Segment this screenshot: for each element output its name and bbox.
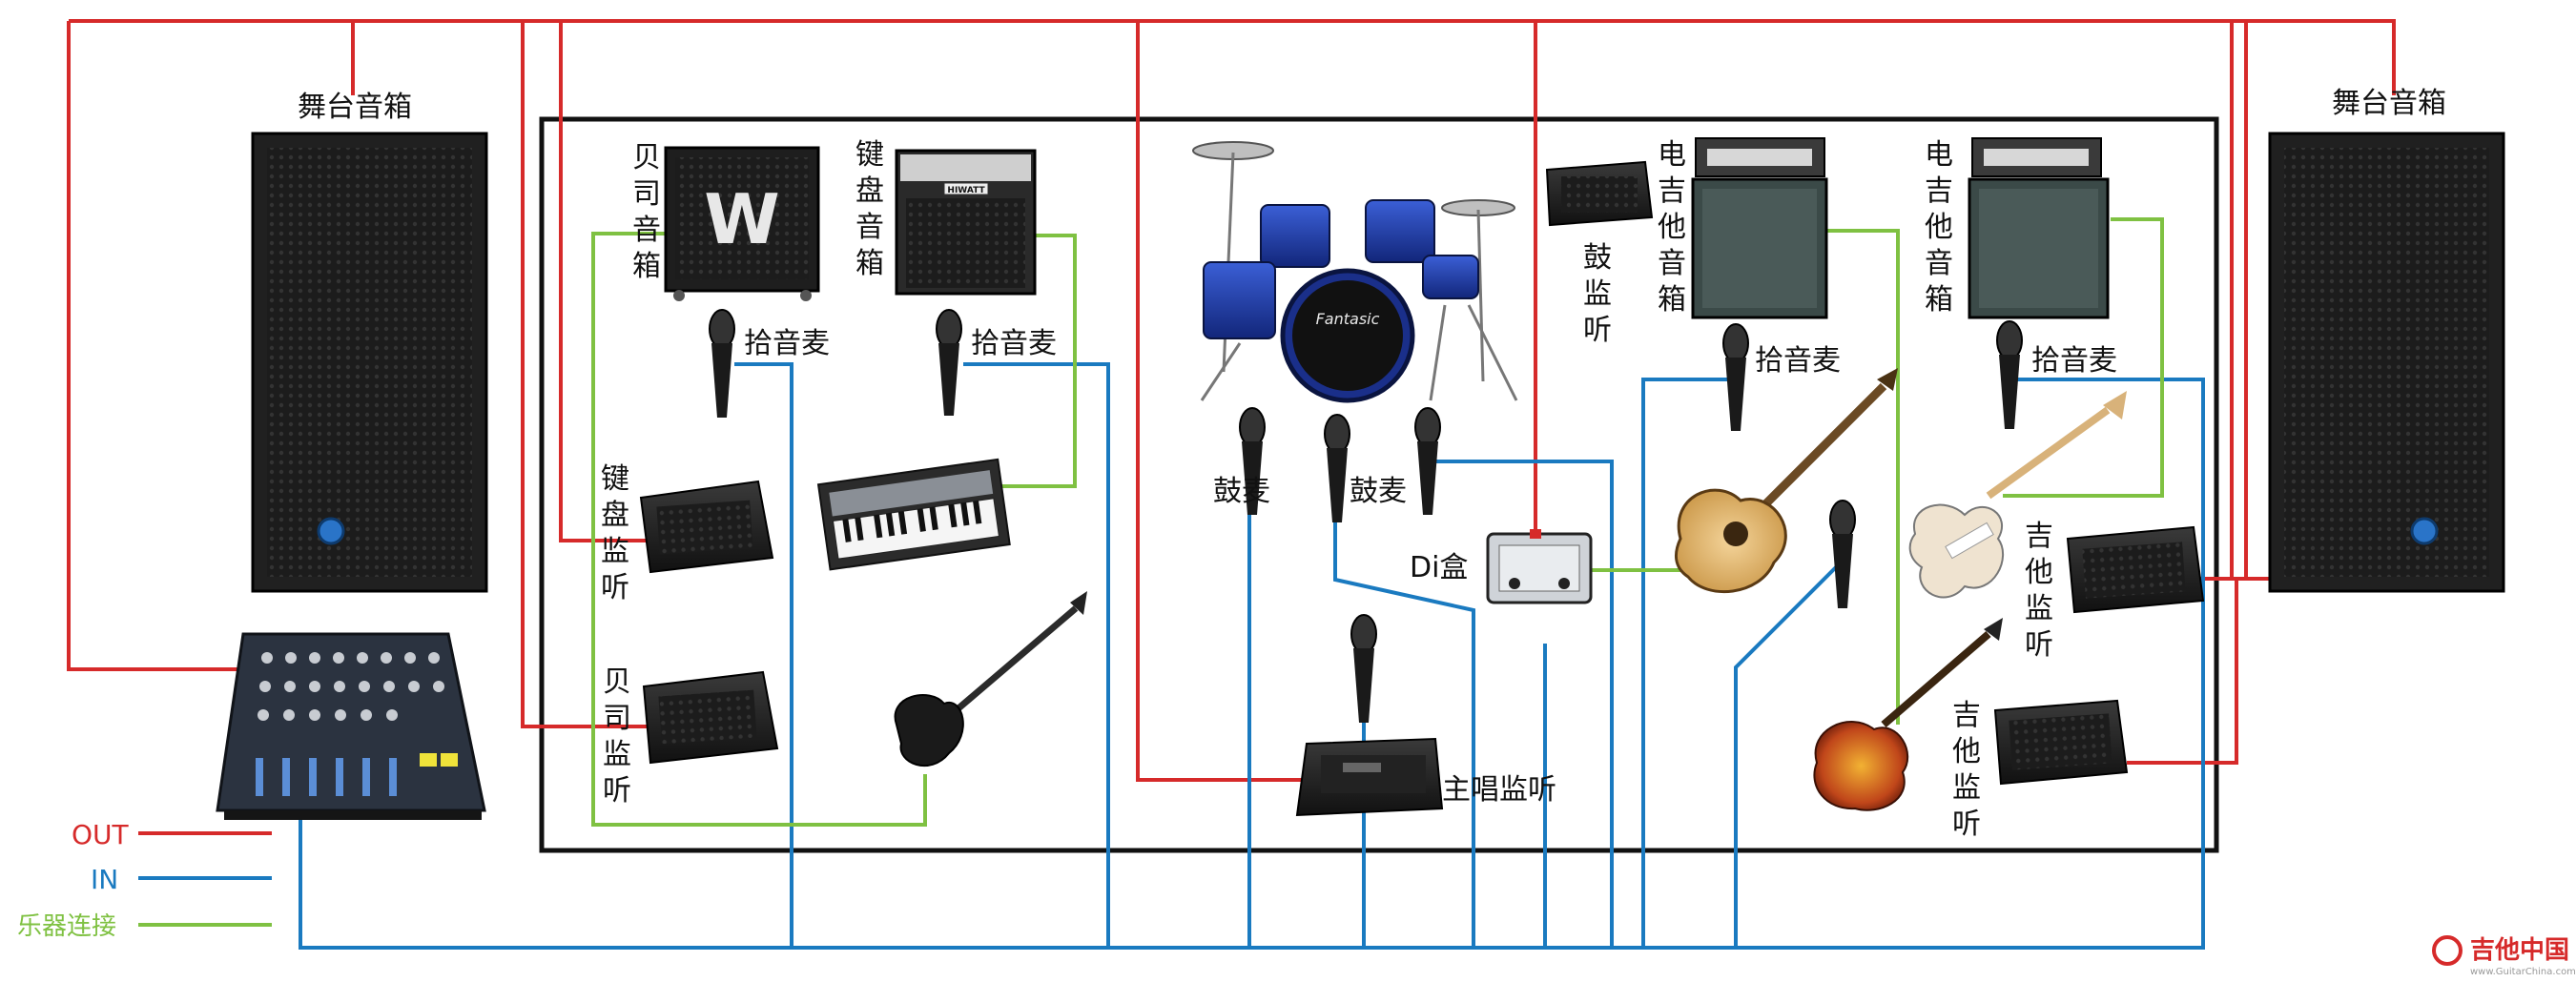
electric-guitar-lespaul [1813,618,2003,811]
drum-monitor [1545,160,1654,227]
out-cables [67,19,2396,782]
bass-amp: W [664,146,820,301]
label-bass-monitor: 贝司监听 [603,665,631,808]
label-pickup-mic-keyboard: 拾音麦 [971,327,1057,360]
label-main-speaker-right: 舞台音箱 [2332,87,2446,120]
microphone-vocal [1350,614,1377,723]
watermark: 吉他中国 www.GuitarChina.com [2432,935,2576,977]
guitar-monitor-2 [1993,699,2129,786]
bass-amp-brand: W [704,179,779,259]
legend-out-label: OUT [72,819,130,850]
label-drum-mic-1: 鼓麦 [1213,475,1270,508]
label-main-speaker-left: 舞台音箱 [298,91,412,124]
mixer-console [216,632,486,820]
electric-guitar-strat [1908,391,2127,599]
legend-instrument-label: 乐器连接 [17,912,116,941]
watermark-text: 吉他中国 [2470,936,2569,965]
label-eg-amp-1: 电吉他音箱 [1658,138,1686,317]
label-pickup-mic-eg-2: 拾音麦 [2031,344,2117,378]
label-keyboard-monitor: 键盘监听 [601,462,629,604]
label-pickup-mic-bass: 拾音麦 [744,327,830,360]
keyboard-instrument [816,458,1011,571]
keyboard-amp-brand: HIWATT [947,186,985,195]
microphone-electric-guitar-1 [1722,323,1749,431]
main-speaker-left [251,132,488,593]
watermark-url: www.GuitarChina.com [2470,967,2576,977]
label-vocal-monitor: 主唱监听 [1442,773,1556,807]
microphone-drum-2 [1324,414,1350,522]
keyboard-amp: HIWATT [895,149,1037,296]
bass-guitar [894,591,1087,767]
di-box [1486,529,1593,604]
guitar-monitor-1 [2066,525,2205,614]
vocal-monitor [1295,737,1444,817]
drum-brand: Fantasic [1316,310,1380,328]
microphone-keyboard [936,309,962,416]
bass-monitor [642,670,779,765]
microphone-electric-guitar-2 [1996,320,2023,429]
label-di-box: Di盒 [1410,551,1468,584]
label-guitar-monitor-1: 吉他监听 [2025,520,2053,662]
label-pickup-mic-eg-1: 拾音麦 [1755,344,1841,378]
stage-frame [539,116,2219,853]
legend: OUT IN 乐器连接 [17,819,272,941]
label-bass-amp: 贝司音箱 [632,141,661,283]
instrument-cables [591,217,2164,827]
main-speaker-right [2268,132,2505,593]
label-keyboard-amp: 键盘音箱 [855,138,884,280]
label-drum-monitor: 鼓监听 [1583,241,1612,347]
label-drum-mic-2: 鼓麦 [1350,475,1407,508]
microphone-drum-3 [1414,407,1441,515]
electric-guitar-amp-2 [1968,137,2110,319]
microphone-drum-1 [1239,407,1266,515]
drum-kit: Fantasic [1192,141,1518,403]
label-eg-amp-2: 电吉他音箱 [1925,138,1953,317]
microphone-bass [709,309,735,418]
label-guitar-monitor-2: 吉他监听 [1952,699,1981,841]
microphone-acoustic [1829,500,1856,608]
legend-in-label: IN [91,864,118,895]
keyboard-monitor [639,480,774,574]
electric-guitar-amp-1 [1691,137,1828,319]
acoustic-guitar [1675,368,1898,594]
